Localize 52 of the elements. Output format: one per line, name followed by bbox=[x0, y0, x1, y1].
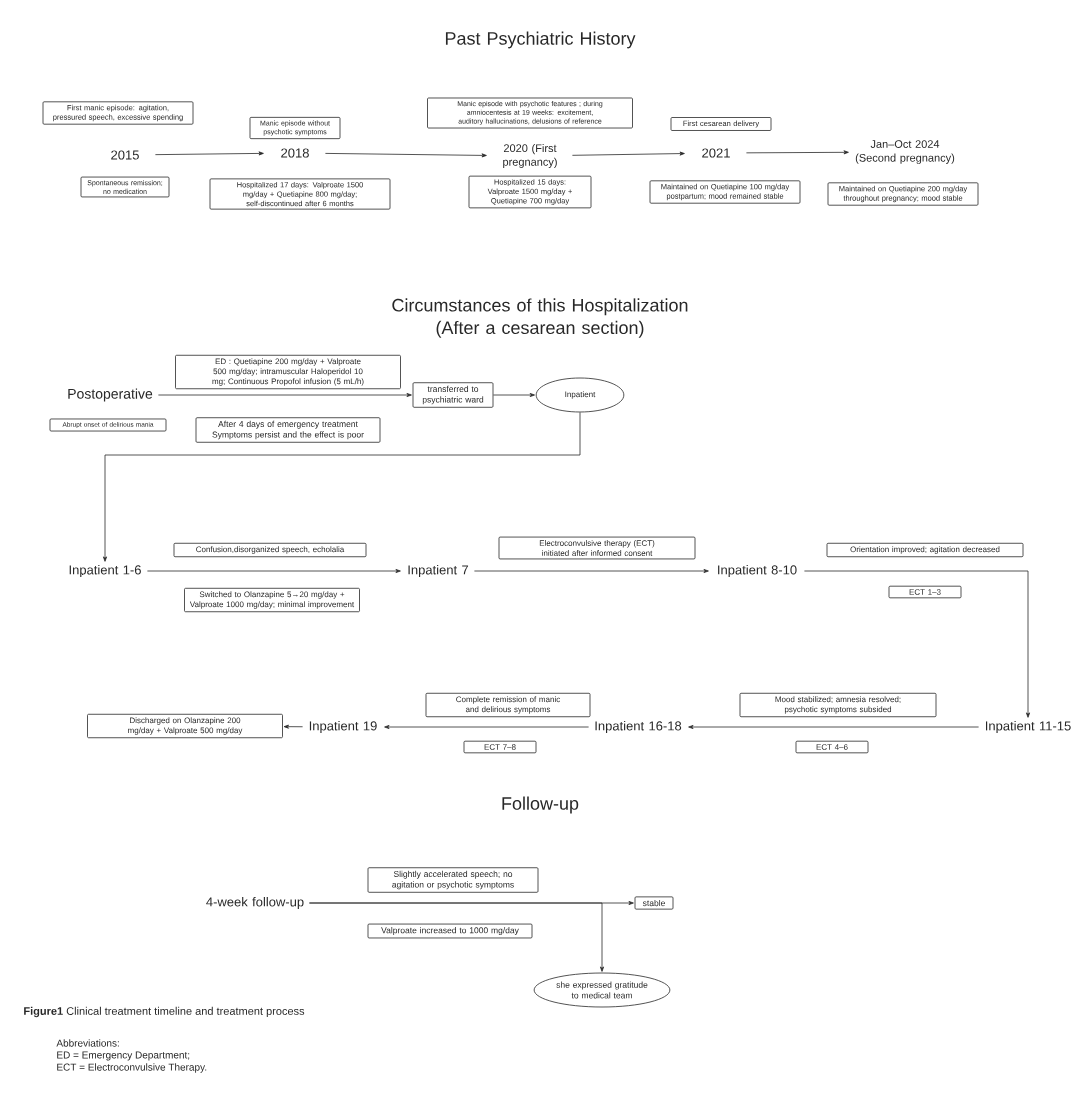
text-box: Electroconvulsive therapy (ECT) initiated after informed consent bbox=[498, 536, 696, 560]
text-box: Mood stabilized; amnesia resolved; psychotic symptoms subsided bbox=[739, 692, 937, 718]
text-box: Discharged on Olanzapine 200 mg/day + Valproate 500 mg/day bbox=[87, 713, 283, 739]
timeline-label: 2020 (First pregnancy) bbox=[503, 144, 557, 168]
arrow bbox=[147, 569, 401, 573]
arrow bbox=[155, 151, 264, 156]
section-heading: Past Psychiatric History bbox=[445, 31, 636, 49]
text-box: Slightly accelerated speech; no agitation or psychotic symptoms bbox=[367, 867, 539, 893]
arrow bbox=[283, 724, 303, 729]
text-box: ED : Quetiapine 200 mg/day + Valproate 500 mg/day; intramuscular Haloperidol 10 mg; Continuous Propofol infusion (5 mL/h) bbox=[175, 354, 401, 390]
arrow bbox=[309, 902, 604, 972]
arrow bbox=[688, 725, 979, 729]
timeline-label: 2015 bbox=[111, 150, 139, 160]
text-box: Valproate increased to 1000 mg/day bbox=[367, 923, 533, 939]
arrow bbox=[474, 569, 709, 573]
timeline-label: Inpatient 7 bbox=[408, 564, 469, 578]
caption: Figure1 Clinical treatment timeline and treatment process bbox=[24, 1006, 305, 1018]
timeline-label: Jan–Oct 2024 (Second pregnancy) bbox=[855, 140, 955, 164]
timeline-label: Postoperative bbox=[68, 388, 153, 402]
text-box: ECT 7–8 bbox=[463, 740, 537, 754]
section-heading: Circumstances of this Hospitalization (After a cesarean section) bbox=[392, 298, 688, 338]
arrow bbox=[325, 153, 487, 158]
text-box: ECT 1–3 bbox=[888, 585, 962, 599]
text-box: transferred to psychiatric ward bbox=[412, 382, 494, 408]
text-box: stable bbox=[634, 896, 674, 910]
arrow bbox=[572, 151, 685, 156]
arrow bbox=[746, 150, 849, 155]
timeline-label: Inpatient 8-10 bbox=[718, 564, 797, 578]
text-box: After 4 days of emergency treatment Symptoms persist and the effect is poor bbox=[195, 417, 381, 443]
text-box: ECT 4–6 bbox=[795, 740, 869, 754]
timeline-label: Inpatient 11-15 bbox=[985, 720, 1071, 734]
arrow bbox=[103, 412, 581, 562]
arrow bbox=[158, 393, 412, 397]
timeline-label: Inpatient 1-6 bbox=[69, 564, 141, 578]
abbreviation-note: ECT = Electroconvulsive Therapy. bbox=[57, 1063, 207, 1073]
timeline-label: Inpatient 19 bbox=[309, 720, 377, 734]
ellipse-node: Inpatient bbox=[535, 377, 625, 413]
timeline-label: 2018 bbox=[281, 148, 309, 158]
arrow bbox=[804, 570, 1030, 718]
abbreviation-note: Abbreviations: bbox=[56, 1039, 119, 1047]
text-box: Complete remission of manic and delirious symptoms bbox=[425, 692, 591, 718]
section-heading: Follow-up bbox=[502, 796, 579, 814]
abbreviation-note: ED = Emergency Department; bbox=[57, 1051, 190, 1061]
ellipse-node: she expressed gratitude to medical team bbox=[533, 972, 671, 1008]
timeline-label: 2021 bbox=[702, 148, 730, 158]
text-box: Orientation improved; agitation decreased bbox=[826, 542, 1024, 558]
timeline-label: Inpatient 16-18 bbox=[595, 720, 682, 734]
text-box: Switched to Olanzapine 5→20 mg/day + Valproate 1000 mg/day; minimal improvement bbox=[184, 587, 360, 613]
arrow bbox=[493, 393, 535, 397]
timeline-label: 4-week follow-up bbox=[206, 896, 304, 910]
text-box: Confusion,disorganized speech, echolalia bbox=[173, 542, 367, 558]
arrow bbox=[384, 725, 589, 729]
